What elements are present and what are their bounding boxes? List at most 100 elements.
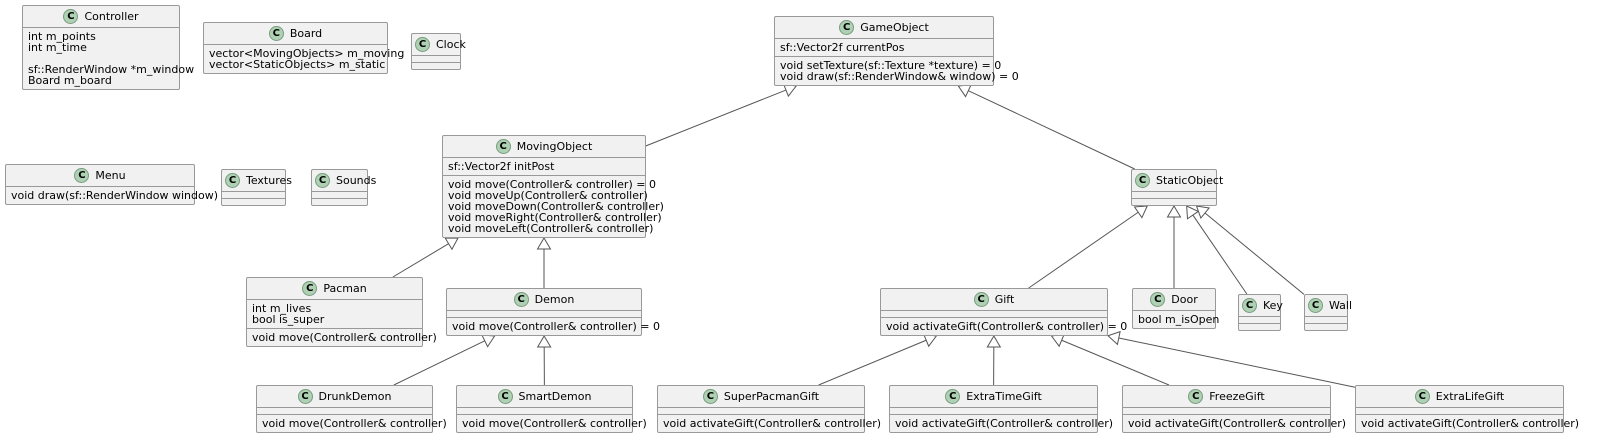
class-c-icon: C [415,37,430,52]
edge-key-to-staticobject [1192,214,1248,295]
class-method: void activateGift(Controller& controller… [1128,417,1347,430]
inheritance-arrowhead [1133,205,1149,219]
class-name: Wall [1329,299,1353,312]
class-methods: void setTexture(sf::Texture *texture) = … [775,56,1019,85]
edge-superpacmangift-to-gift [818,339,927,386]
class-clock[interactable]: C Clock [411,33,466,70]
class-name: Demon [534,293,575,306]
class-method: void activateGift(Controller& controller… [663,417,882,430]
class-field: int m_lives [252,302,312,315]
class-c-icon: C [945,389,961,404]
class-fields [312,191,367,198]
class-method: void activateGift(Controller& controller… [1361,417,1580,430]
class-methods [1132,198,1216,205]
class-field: sf::RenderWindow *m_window [28,63,195,76]
class-method: void move(Controller& controller) [262,417,447,430]
class-c-icon: C [513,292,529,307]
class-field: int m_points [28,30,96,43]
class-c-icon: C [1414,389,1430,404]
class-fields [881,310,1107,317]
class-method: void moveRight(Controller& controller) [448,211,662,224]
class-methods [1305,323,1347,330]
class-methods: void activateGift(Controller& controller… [1123,414,1347,432]
class-methods [1239,323,1280,330]
class-c-icon: C [302,281,318,296]
edge-staticobject-to-gameobject [968,90,1135,170]
class-c-icon: C [297,389,313,404]
class-c-icon: C [973,292,989,307]
class-method: void draw(sf::RenderWindow window) [11,189,218,202]
class-methods: void activateGift(Controller& controller… [890,414,1114,432]
class-name: Textures [246,174,292,187]
inheritance-arrowhead [986,335,1002,348]
class-name: Key [1263,299,1283,312]
class-methods: void activateGift(Controller& controller… [658,414,882,432]
class-extratimegift[interactable]: C ExtraTimeGift void activateGift(Controll… [889,385,1114,433]
class-fields: sf::Vector2f initPost [443,157,645,175]
class-fields [257,407,432,414]
class-c-icon: C [495,139,511,154]
class-name: Board [289,27,323,40]
class-method: void activateGift(Controller& controller… [895,417,1114,430]
inheritance-arrowhead [536,237,552,250]
class-name: Pacman [323,282,367,295]
class-header: C Demon [447,289,641,310]
class-field: vector<StaticObjects> m_static [209,58,386,71]
class-name: Clock [436,38,466,51]
class-method: void draw(sf::RenderWindow& window) = 0 [780,70,1019,83]
class-fields [1356,407,1563,414]
class-name: SmartDemon [518,390,592,403]
edge-wall-to-staticobject [1204,212,1305,295]
class-c-icon: C [1188,389,1204,404]
class-field: bool m_isOpen [1138,313,1220,326]
class-method: void move(Controller& controller) [252,331,437,344]
class-name: Sounds [336,174,377,187]
class-field: Board m_board [28,74,112,87]
inheritance-arrowhead [536,335,552,348]
class-methods [412,62,460,69]
class-header: C Board [204,23,387,44]
class-name: ExtraTimeGift [966,390,1042,403]
class-fields [1239,316,1280,323]
class-fields [222,191,285,198]
class-c-icon: C [268,26,284,41]
class-name: SuperPacmanGift [723,390,820,403]
class-field: vector<MovingObjects> m_moving [209,47,405,60]
inheritance-arrowhead [1195,205,1211,220]
class-header: C ExtraTimeGift [890,386,1097,407]
class-name: MovingObject [516,140,593,153]
class-c-icon: C [497,389,513,404]
class-methods: void activateGift(Controller& controller… [881,317,1127,335]
class-fields [890,407,1097,414]
class-method: void moveUp(Controller& controller) [448,189,648,202]
